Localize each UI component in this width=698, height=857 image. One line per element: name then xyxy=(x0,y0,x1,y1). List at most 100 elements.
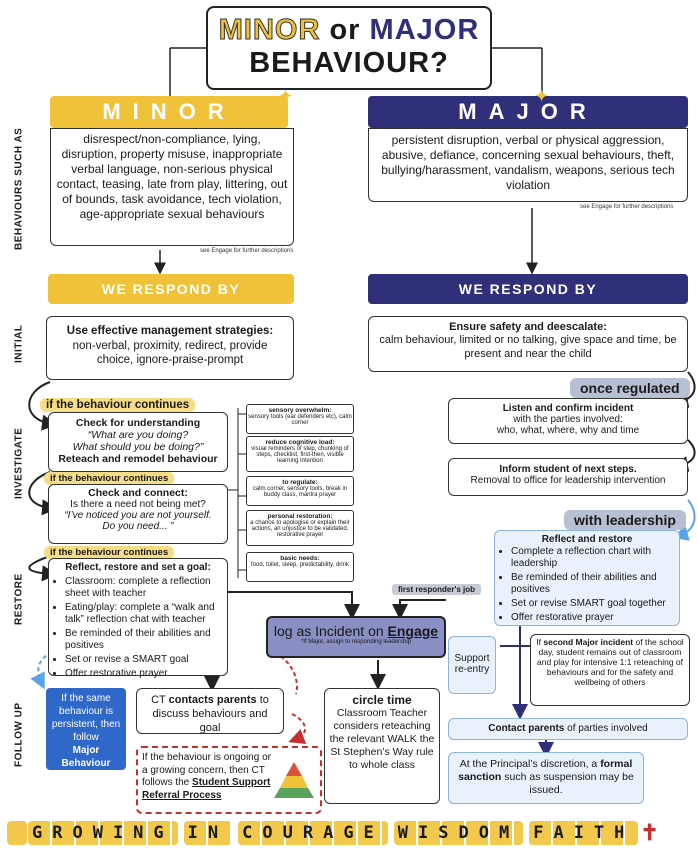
connect-q: Is there a need not being met? xyxy=(70,499,206,510)
needs-cognitive: reduce cognitive load: visual reminders … xyxy=(246,436,354,472)
footer-word-in: IN xyxy=(183,821,233,845)
needs-sensory: sensory overwhelm: sensory tools (ear de… xyxy=(246,404,354,434)
list-item: Eating/play: complete a “walk and talk” … xyxy=(65,602,227,626)
major-second-incident-box: If second Major incident of the school d… xyxy=(530,634,690,706)
major-initial-text: calm behaviour, limited or no talking, g… xyxy=(379,334,677,360)
footer-word-faith: FAITH xyxy=(529,821,639,845)
persistent-bold: Major Behaviour xyxy=(61,745,111,769)
spacer-block xyxy=(7,821,27,845)
contact-pre: CT xyxy=(151,694,169,706)
major-reflect-title: Reflect and restore xyxy=(541,534,633,545)
sanction-bold: formal sanction xyxy=(458,758,633,783)
second-post: of the school day, student remains out o… xyxy=(536,637,684,687)
log-pre: log as Incident on xyxy=(273,623,388,639)
minor-initial-title: Use effective management strategies: xyxy=(66,325,274,337)
needs-basic-text: food, toilet, sleep, predictability, dri… xyxy=(251,562,349,568)
major-initial-title: Ensure safety and deescalate: xyxy=(449,321,607,333)
check-q2: What should you be doing?” xyxy=(72,441,204,453)
minor-respond-header: WE RESPOND BY xyxy=(48,274,294,304)
circle-text: Classroom Teacher considers reteaching t… xyxy=(329,707,435,771)
contact-bold: contacts parents xyxy=(168,694,257,706)
side-label-initial: INITIAL xyxy=(13,324,25,364)
needs-sensory-text: sensory tools (ear defenders etc), calm … xyxy=(248,414,352,426)
title-line2: BEHAVIOUR? xyxy=(249,47,449,79)
minor-initial-text: non-verbal, proximity, redirect, provide… xyxy=(72,340,268,366)
footer-word-courage: COURAGE xyxy=(238,821,388,845)
minor-contact-parents-box: CT contacts parents to discuss behaviour… xyxy=(136,688,284,734)
major-header-label: MAJOR xyxy=(458,99,598,124)
minor-sparkle-icon: ✦ xyxy=(278,86,294,106)
major-contact-bold: Contact parents xyxy=(488,723,565,734)
inform-text: Removal to office for leadership interve… xyxy=(470,475,666,486)
major-header: MAJOR xyxy=(368,96,688,128)
needs-regulate: to regulate: calm corner, sensory tools,… xyxy=(246,476,354,506)
check-title: Check for understanding xyxy=(75,417,201,429)
sanction-post: such as suspension may be issued. xyxy=(501,771,634,796)
major-respond-label: WE RESPOND BY xyxy=(458,281,598,297)
minor-check-connect-box: Check and connect: Is there a need not b… xyxy=(48,484,228,544)
minor-behaviours-text: disrespect/non-compliance, lying, disrup… xyxy=(56,132,288,221)
needs-regulate-text: calm corner, sensory tools, break in bud… xyxy=(252,486,348,498)
list-item: Classroom: complete a reflection sheet w… xyxy=(65,576,227,600)
minor-header: MINOR xyxy=(50,96,288,128)
support-reentry-text: Support re-entry xyxy=(454,653,490,675)
listen-text2: who, what, where, why and time xyxy=(496,425,640,436)
check-reteach: Reteach and remodel behaviour xyxy=(58,453,218,465)
referral-pyramid-icon xyxy=(274,762,314,798)
minor-continues-1: if the behaviour continues xyxy=(40,398,196,412)
needs-basic-title: basic needs: xyxy=(280,555,320,562)
list-item: Be reminded of their abilities and posit… xyxy=(511,572,679,596)
side-label-restore: RESTORE xyxy=(13,573,25,625)
minor-restore-box: Reflect, restore and set a goal: Classro… xyxy=(48,558,228,679)
footer-word-wisdom: WISDOM xyxy=(393,821,524,845)
needs-basic: basic needs: food, toilet, sleep, predic… xyxy=(246,552,354,582)
log-engage: Engage xyxy=(387,623,439,639)
major-reflect-box: Reflect and restore Complete a reflectio… xyxy=(494,530,680,626)
needs-regulate-title: to regulate: xyxy=(282,479,318,486)
first-responder-tag: first responder's job xyxy=(392,584,482,595)
log-incident-box: log as Incident on Engage *If Major, ass… xyxy=(266,616,446,658)
minor-continues-3: if the behaviour continues xyxy=(44,546,175,559)
minor-header-label: MINOR xyxy=(102,99,236,124)
minor-check-understanding-box: Check for understanding “What are you do… xyxy=(48,412,228,472)
connect-quote2: Do you need... ” xyxy=(102,521,174,532)
major-behaviours-box: persistent disruption, verbal or physica… xyxy=(368,128,688,202)
footer-word-growing: GROWING xyxy=(28,821,178,845)
side-label-follow-up: FOLLOW UP xyxy=(13,702,25,768)
major-initial-box: Ensure safety and deescalate: calm behav… xyxy=(368,316,688,372)
major-contact-post: of parties involved xyxy=(564,723,648,734)
log-note: *If Major, assign to responding leadersh… xyxy=(300,639,412,645)
cross-icon: ✝ xyxy=(640,820,659,845)
check-q1: “What are you doing? xyxy=(87,429,189,441)
major-sanction-box: At the Principal’s discretion, a formal … xyxy=(448,752,644,804)
persistent-end: process. xyxy=(67,771,105,782)
ongoing-text: If the behaviour is ongoing or a growing… xyxy=(142,752,271,788)
major-inform-box: Inform student of next steps. Removal to… xyxy=(448,458,688,496)
major-behaviours-text: persistent disruption, verbal or physica… xyxy=(381,133,675,192)
major-listen-box: Listen and confirm incident with the par… xyxy=(448,398,688,444)
title-major: MAJOR xyxy=(369,14,480,46)
title-minor: MINOR xyxy=(218,14,321,47)
list-item: Set or revise SMART goal together xyxy=(511,598,679,610)
title-box: MINOR or MAJOR BEHAVIOUR? xyxy=(206,6,492,90)
listen-text1: with the parties involved: xyxy=(513,414,623,425)
needs-personal: personal restoration: a chance to apolog… xyxy=(246,510,354,546)
footer-banner: GROWING IN COURAGE WISDOM FAITH ✝ xyxy=(0,820,698,854)
side-label-behaviours: BEHAVIOURS SUCH AS xyxy=(13,127,25,251)
listen-title: Listen and confirm incident xyxy=(502,403,634,414)
needs-cognitive-title: reduce cognitive load: xyxy=(265,439,335,446)
persistent-text: If the same behaviour is persistent, the… xyxy=(51,693,121,743)
major-reflect-list: Complete a reflection chart with leaders… xyxy=(495,546,679,624)
once-regulated-tag: once regulated xyxy=(570,378,690,398)
minor-continues-2: if the behaviour continues xyxy=(44,472,175,485)
side-label-investigate: INVESTIGATE xyxy=(13,427,25,499)
list-item: Offer restorative prayer xyxy=(65,668,227,680)
minor-see-engage: see Engage for further descriptions xyxy=(200,248,294,254)
minor-restore-list: Classroom: complete a reflection sheet w… xyxy=(49,576,227,680)
sanction-pre: At the Principal’s discretion, a xyxy=(459,758,601,770)
list-item: Offer restorative prayer xyxy=(511,612,679,624)
needs-personal-text: a chance to apologise or explain their a… xyxy=(250,520,350,538)
minor-respond-label: WE RESPOND BY xyxy=(101,281,241,297)
major-support-reentry-box: Support re-entry xyxy=(448,636,496,694)
ongoing-link[interactable]: Student Support Referral Process xyxy=(142,777,271,801)
